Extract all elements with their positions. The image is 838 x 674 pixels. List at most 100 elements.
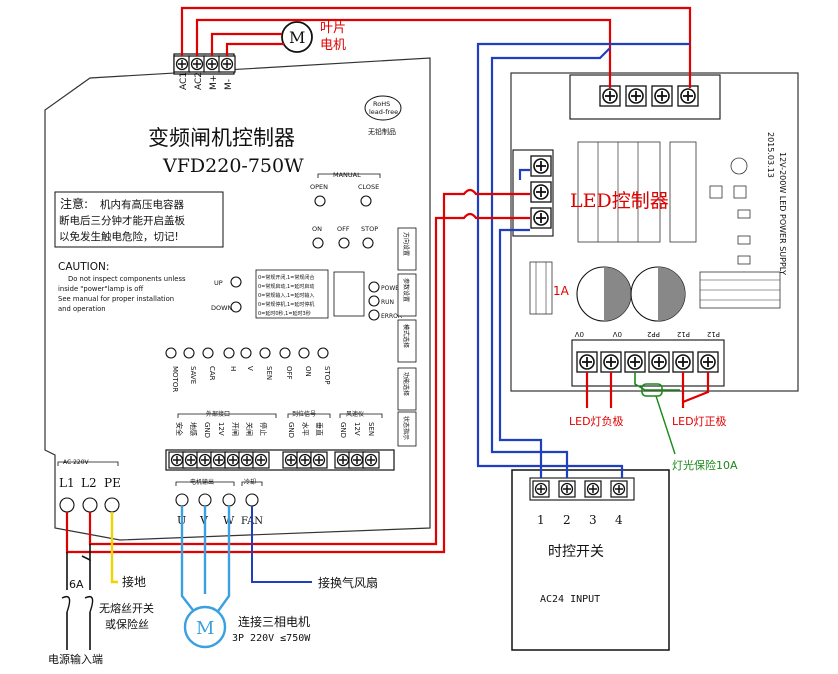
- svg-text:12V: 12V: [353, 422, 361, 436]
- svg-text:水平: 水平: [301, 422, 310, 436]
- terminal-ac1: [173, 55, 191, 73]
- blade-motor-m: M: [289, 28, 305, 47]
- signal-h: H: [229, 366, 237, 371]
- up-button[interactable]: [230, 276, 242, 288]
- on-label: ON: [312, 225, 322, 233]
- timer-terminal-4: 4: [615, 513, 623, 527]
- stop-button[interactable]: [362, 237, 374, 249]
- blade-motor-label-2: 电机: [320, 38, 346, 53]
- power-group-label: AC 220V: [63, 459, 90, 466]
- timer-terminal-3: 3: [589, 513, 597, 527]
- vfd-title: 变频闸机控制器: [148, 126, 295, 150]
- caution-line-3: See manual for proper installation: [58, 295, 174, 303]
- svg-text:12V: 12V: [217, 422, 225, 436]
- motor-label-1: 连接三相电机: [238, 614, 310, 629]
- svg-text:外部接口: 外部接口: [206, 410, 230, 418]
- fuse-rating-label: 6A: [69, 578, 84, 591]
- signal-sen: SEN: [265, 366, 273, 380]
- side-tab-4: 功能选择: [402, 372, 410, 396]
- run-led-label: RUN: [381, 299, 394, 306]
- led-controller-title: LED控制器: [570, 190, 669, 212]
- timer-input-label: AC24 INPUT: [540, 594, 600, 605]
- notice-box: [54, 191, 224, 248]
- detect-signal-group: 到位信号 GND 水平 垂直: [287, 410, 331, 438]
- error-led: [368, 309, 380, 321]
- power-led-label: POWER: [381, 285, 403, 292]
- svg-text:到位信号: 到位信号: [292, 410, 316, 418]
- close-button[interactable]: [360, 195, 372, 207]
- signal-v: V: [246, 366, 254, 371]
- bottom-term-0v-b: 0V: [613, 330, 622, 338]
- terminal-label-m-plus: M+: [209, 75, 219, 90]
- mode-line-5: 0=延时0秒,1=延时3秒: [258, 310, 311, 317]
- board-text: 12V-200W LED POWER SUPPLY: [778, 152, 787, 275]
- breaker-label-1: 无熔丝开关: [99, 601, 154, 615]
- stop-label: STOP: [361, 225, 378, 233]
- side-tab-2: 参数设置: [402, 278, 410, 302]
- anemometer-group: 风速仪 GND 12V SEN: [339, 411, 383, 438]
- terminal-u: [175, 493, 189, 507]
- blade-motor-label-1: 叶片: [320, 21, 346, 36]
- terminal-pe-label: PE: [104, 476, 121, 490]
- terminal-fan: [245, 493, 259, 507]
- down-button[interactable]: [230, 301, 242, 313]
- terminal-v: [198, 493, 212, 507]
- open-button[interactable]: [314, 195, 326, 207]
- rohs-caption: 无铅制品: [368, 127, 396, 136]
- caution-line-1: Do not inspect components unless: [68, 275, 186, 283]
- terminal-l2-label: L2: [81, 476, 97, 490]
- bottom-term-p12-b: P12: [707, 330, 720, 338]
- external-interface-group: 外部接口 安全 地感 GND 12V 开闸 关闸 停止: [175, 410, 277, 438]
- bottom-term-pp2: PP2: [647, 330, 660, 338]
- on-button[interactable]: [312, 237, 324, 249]
- timer-switch-box: 1 2 3 4 时控开关 AC24 INPUT: [511, 469, 670, 651]
- signal-on: ON: [304, 366, 312, 377]
- blade-motor-symbol: [281, 21, 313, 53]
- terminal-l2: [82, 497, 98, 513]
- display-window: [333, 271, 365, 317]
- terminal-label-ac1: AC1: [179, 72, 189, 90]
- side-tabs: 方向设置 参数设置 模式选择 功能选择 状态指示: [397, 227, 417, 447]
- terminal-ac2: [188, 55, 206, 73]
- caution-line-2: inside "power"lamp is off: [58, 285, 143, 293]
- mode-line-3: 0=常规输入,1=延时输入: [258, 292, 314, 299]
- svg-text:安全: 安全: [175, 422, 184, 436]
- bottom-term-p12-a: P12: [677, 330, 690, 338]
- manual-label: MANUAL: [333, 171, 361, 179]
- terminal-m-minus: [218, 55, 236, 73]
- notice-line-3: 以免发生触电危险，切记!: [59, 230, 179, 243]
- caution-title: CAUTION:: [58, 261, 109, 273]
- down-label: DOWN: [211, 304, 233, 312]
- fuse-1a-label: 1A: [553, 284, 570, 298]
- motor-output-label: 电机输出: [190, 478, 214, 486]
- svg-text:关闸: 关闸: [245, 422, 254, 436]
- mode-line-4: 0=常规停机,1=延时停机: [258, 301, 314, 308]
- notice-line-1: 机内有高压电容器: [100, 198, 184, 211]
- terminal-pe: [104, 497, 120, 513]
- led-negative-label: LED灯负极: [569, 414, 624, 428]
- vfd-controller-box: AC1 AC2 M+ M- RoHS lead-free 无铅制品 变频闸机控制…: [44, 53, 431, 541]
- off-button[interactable]: [338, 237, 350, 249]
- terminal-l1: [59, 497, 75, 513]
- terminal-m-plus: [203, 55, 221, 73]
- close-label: CLOSE: [358, 183, 379, 191]
- svg-text:风速仪: 风速仪: [346, 411, 364, 418]
- breaker-label-2: 或保险丝: [105, 617, 149, 631]
- signal-leds: MOTOR SAVE CAR H V SEN OFF ON STOP: [165, 347, 331, 392]
- rohs-text: RoHS: [373, 100, 390, 108]
- timer-title: 时控开关: [548, 544, 604, 560]
- up-label: UP: [214, 279, 223, 287]
- vfd-model: VFD220-750W: [162, 155, 304, 177]
- power-input-label: 电源输入端: [48, 652, 103, 666]
- power-led: [368, 281, 380, 293]
- side-tab-3: 模式选择: [402, 324, 410, 348]
- terminal-w: [222, 493, 236, 507]
- fan-label: 接换气风扇: [318, 575, 378, 590]
- side-tab-1: 方向设置: [402, 232, 410, 256]
- svg-text:GND: GND: [287, 422, 295, 438]
- cooling-label: 冷却: [244, 478, 256, 486]
- svg-text:GND: GND: [339, 422, 347, 438]
- led-positive-label: LED灯正极: [672, 414, 727, 428]
- mode-line-2: 0=常规启动,1=延时启动: [258, 283, 314, 290]
